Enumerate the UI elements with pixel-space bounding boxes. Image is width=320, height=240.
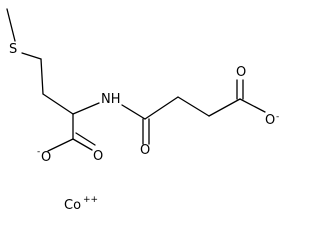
terminal-carbonyl-oxygen-atom: O (236, 65, 246, 80)
terminal-oxide-charge: - (276, 112, 279, 122)
bond-sulfur-chain (21, 52, 42, 60)
left-oxide-atom: O (41, 150, 51, 165)
bond-chain-2 (42, 93, 74, 115)
bond-left-oxide (47, 138, 74, 152)
cobalt-ion: Co (64, 198, 81, 213)
bond-terminal-carboxyl (208, 98, 241, 117)
cobalt-charge: ++ (83, 195, 98, 205)
bond-amide-chain-1 (144, 96, 179, 120)
bond-amide-chain-2 (177, 96, 210, 117)
terminal-oxide-atom: O (265, 113, 275, 128)
bond-methyl-sulfur (6, 8, 16, 42)
bond-left-carbonyl-a (72, 138, 93, 151)
bond-nh-amide-carbon (121, 104, 146, 120)
left-oxide-charge: - (37, 147, 40, 157)
nh-group: NH (101, 92, 121, 107)
sulfur-atom: S (9, 42, 17, 57)
bond-terminal-oxide (239, 98, 266, 113)
bond-chain-1 (40, 58, 44, 95)
amide-oxygen-atom: O (140, 143, 150, 158)
left-carbonyl-oxygen-atom: O (93, 149, 103, 164)
bond-alpha-carbon-nh (72, 102, 100, 115)
bond-left-carbonyl-b (75, 132, 96, 146)
structure-diagram: S NH O O O - - O O Co ++ (6, 8, 279, 213)
molecule-structure: S NH O O O - - O O Co ++ (6, 8, 279, 213)
bond-network (6, 8, 266, 152)
